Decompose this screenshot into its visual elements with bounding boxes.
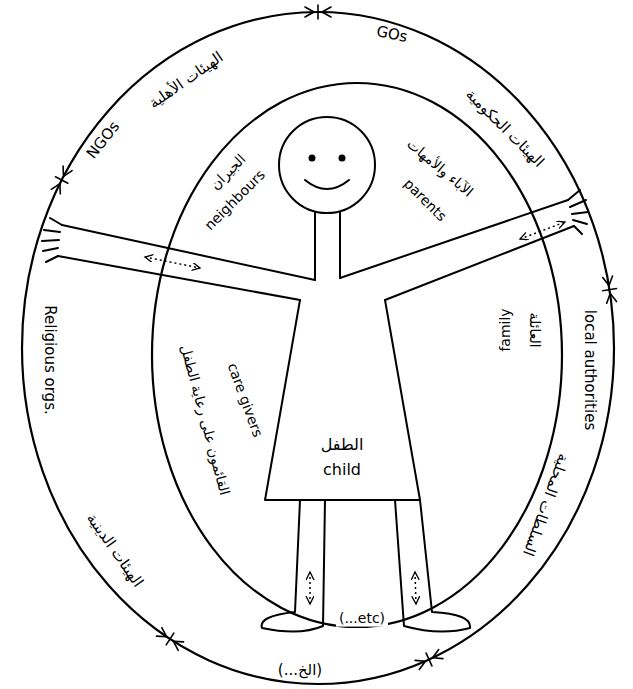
child-figure — [42, 117, 588, 632]
node-label: (...الخ) — [275, 661, 325, 679]
outer-circle-outline — [22, 12, 614, 684]
node-label: family — [497, 308, 514, 351]
node-label: Religious orgs. — [41, 305, 59, 414]
circle-outline — [22, 12, 614, 684]
node-label: العائلة — [527, 312, 544, 347]
ring-separators — [51, 5, 616, 669]
circle-outline — [152, 83, 562, 627]
node-label: care givers — [224, 361, 266, 440]
node-label: (...etc) — [336, 610, 388, 627]
node-label: parents — [400, 175, 449, 224]
node-label: الهيئات الأهلية — [145, 48, 226, 112]
node-label: local authorities — [581, 310, 599, 430]
inner-circle: الجيرانneighboursالآباء والأمهاتparentsا… — [152, 83, 562, 627]
node-label: NGOs — [83, 118, 123, 163]
inner-circle-outline — [152, 83, 562, 627]
node-label: الهيئات الدينية — [83, 510, 147, 591]
node-label: الهيئات الحكومية — [462, 85, 548, 171]
node-label: الطفل — [321, 435, 364, 454]
outer-circle: الهيئات الأهليةNGOsGOsالهيئات الحكوميةlo… — [22, 12, 614, 684]
node-label: child — [323, 460, 361, 479]
